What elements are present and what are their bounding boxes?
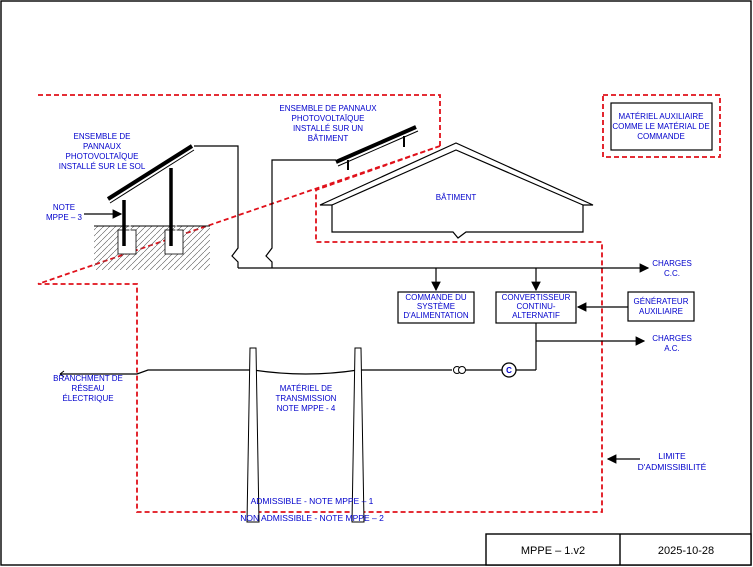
svg-text:BÂTIMENT: BÂTIMENT [308,134,349,143]
svg-text:COMME LE MATÉRIAL DE: COMME LE MATÉRIAL DE [612,122,709,131]
title-block: MPPE – 1.v2 2025-10-28 [485,533,752,566]
svg-text:CONVERTISSEUR: CONVERTISSEUR [502,293,571,302]
svg-text:NOTE: NOTE [53,203,75,212]
aux-material-boundary [602,94,721,158]
building-label: BÂTIMENT [436,193,477,202]
note-mppe-3: NOTE MPPE – 3 [46,203,123,222]
svg-text:PHOTOVOLTAÏQUE: PHOTOVOLTAÏQUE [66,152,139,161]
grid-connection-label: BRANCHMENT DE RÉSEAU ÉLECTRIQUE [53,374,123,403]
transformer-symbol [453,366,502,374]
svg-text:PANNAUX: PANNAUX [83,142,122,151]
svg-text:ÉLECTRIQUE: ÉLECTRIQUE [62,394,113,403]
svg-text:INSTALLÉ SUR UN: INSTALLÉ SUR UN [293,124,363,133]
svg-text:C: C [506,366,512,375]
svg-text:ENSEMBLE DE: ENSEMBLE DE [74,132,131,141]
svg-text:A.C.: A.C. [664,344,680,353]
svg-text:GÉNÉRATEUR: GÉNÉRATEUR [634,297,689,306]
svg-text:RÉSEAU: RÉSEAU [72,384,105,393]
transmission-label: MATÉRIEL DE TRANSMISSION NOTE MPPE - 4 [276,384,337,413]
svg-text:COMMANDE: COMMANDE [637,132,685,141]
power-control-box: COMMANDE DU SYSTÈME D'ALIMENTATION [397,291,475,324]
non-admissible-label: NON ADMISSIBLE - NOTE MPPE – 2 [240,513,384,523]
svg-text:D'ALIMENTATION: D'ALIMENTATION [403,311,468,320]
eligibility-limit-label: LIMITE D'ADMISSIBILITÉ [606,451,707,472]
svg-text:INSTALLÉ SUR LE SOL: INSTALLÉ SUR LE SOL [59,162,146,171]
dc-wiring [194,145,650,292]
svg-text:SYSTÈME: SYSTÈME [417,302,455,311]
svg-text:PHOTOVOLTAÏQUE: PHOTOVOLTAÏQUE [292,114,365,123]
svg-text:TRANSMISSION: TRANSMISSION [276,394,337,403]
ac-loads-label: CHARGES A.C. [652,334,692,353]
meter-symbol: C [501,362,517,378]
eligibility-boundary [37,94,603,513]
svg-text:BRANCHMENT DE: BRANCHMENT DE [53,374,123,383]
ground-pv-array [94,144,210,270]
svg-text:NOTE MPPE - 4: NOTE MPPE - 4 [277,404,336,413]
svg-text:CHARGES: CHARGES [652,259,692,268]
inverter-box: CONVERTISSEUR CONTINU- ALTERNATIF [495,291,577,324]
aux-generator-box: GÉNÉRATEUR AUXILIAIRE [576,291,695,322]
aux-material-box: MATÉRIEL AUXILIAIRE COMME LE MATÉRIAL DE… [610,102,713,151]
ac-wiring [516,323,646,371]
utility-poles [246,347,365,523]
svg-text:MPPE – 3: MPPE – 3 [46,213,83,222]
admissible-label: ADMISSIBLE - NOTE MPPE – 1 [251,496,374,506]
svg-text:LIMITE: LIMITE [658,451,686,461]
svg-text:AUXILIAIRE: AUXILIAIRE [639,307,683,316]
dc-loads-label: CHARGES C.C. [652,259,692,278]
svg-text:CHARGES: CHARGES [652,334,692,343]
svg-text:MATÉRIEL DE: MATÉRIEL DE [280,384,332,393]
roof-array-label: ENSEMBLE DE PANNAUX PHOTOVOLTAÏQUE INSTA… [279,104,377,143]
doc-id: MPPE – 1.v2 [521,545,585,557]
svg-text:D'ADMISSIBILITÉ: D'ADMISSIBILITÉ [638,462,707,472]
svg-text:ENSEMBLE DE PANNAUX: ENSEMBLE DE PANNAUX [279,104,377,113]
svg-text:ALTERNATIF: ALTERNATIF [512,311,560,320]
svg-text:COMMANDE DU: COMMANDE DU [405,293,467,302]
svg-text:MATÉRIEL AUXILIAIRE: MATÉRIEL AUXILIAIRE [619,112,704,121]
svg-text:C.C.: C.C. [664,269,680,278]
ground-array-label: ENSEMBLE DE PANNAUX PHOTOVOLTAÏQUE INSTA… [59,132,146,171]
roof-pv-array [335,125,419,170]
doc-date: 2025-10-28 [658,545,714,557]
svg-text:CONTINU-: CONTINU- [516,302,555,311]
building: BÂTIMENT [319,142,594,239]
